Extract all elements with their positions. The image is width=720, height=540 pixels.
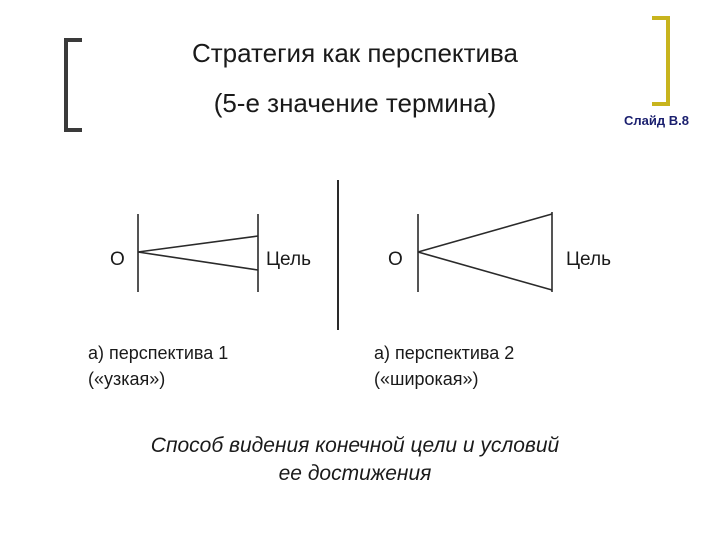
title-line-2: (5-е значение термина) [213,88,497,118]
wide-perspective-shape [417,212,553,292]
left-target-label: Цель [266,249,311,270]
right-caption-line-1: а) перспектива 2 [374,343,515,363]
page-title: Стратегия как перспектива (5-е значение … [0,28,710,128]
footer-line-1: Способ видения конечной цели и условий [150,434,560,457]
left-observer-label: О [110,249,125,270]
footer-definition: Способ видения конечной цели и условий е… [60,432,650,488]
right-observer-label: О [388,249,403,270]
footer-line-2: ее достижения [278,462,432,485]
right-bracket [652,16,670,106]
right-caption: а) перспектива 2 («широкая») [374,340,514,392]
title-line-1: Стратегия как перспектива [191,38,519,68]
left-caption-line-1: а) перспектива 1 [88,343,229,363]
slide-label: Слайд В.8 [624,113,689,128]
left-bracket [64,38,82,132]
right-caption-line-2: («широкая») [374,369,479,389]
left-caption-line-2: («узкая») [88,369,166,389]
narrow-perspective-shape [137,214,259,292]
right-target-label: Цель [566,249,611,270]
left-caption: а) перспектива 1 («узкая») [88,340,228,392]
